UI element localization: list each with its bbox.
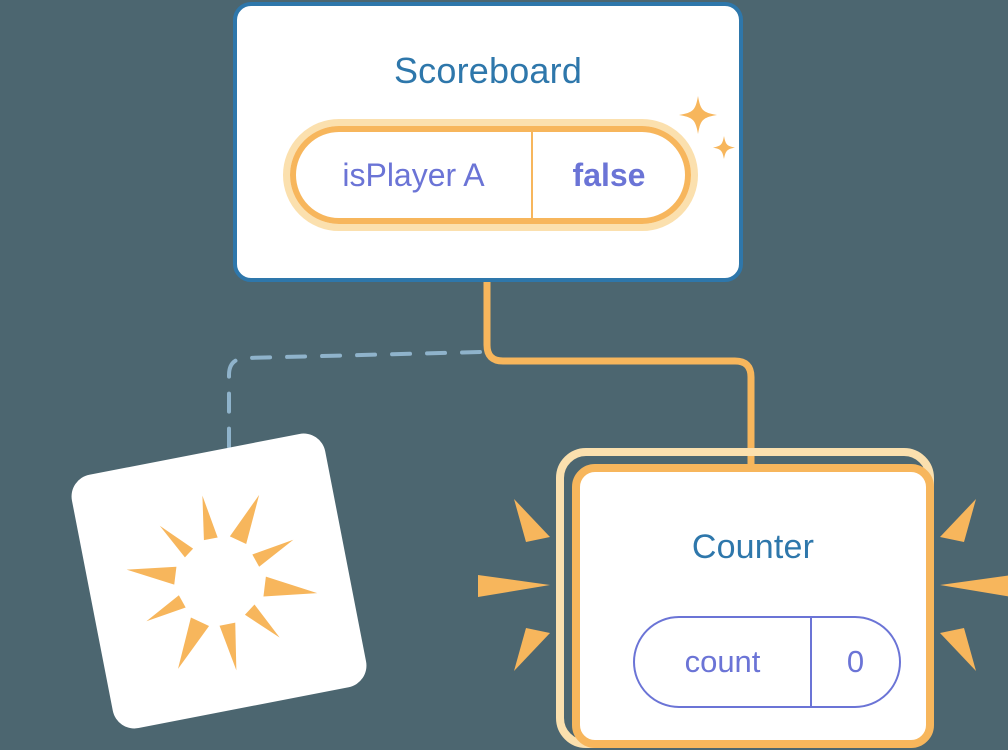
burst-ray bbox=[514, 499, 550, 542]
scoreboard-card[interactable]: Scoreboard isPlayer A false bbox=[233, 2, 743, 282]
burst-ray bbox=[940, 499, 976, 542]
counter-burst-right-icon bbox=[940, 499, 1008, 671]
flash-card-burst-icon bbox=[126, 494, 318, 671]
scoreboard-state-pill[interactable]: isPlayer A false bbox=[283, 119, 698, 231]
counter-state-pill[interactable]: count 0 bbox=[633, 616, 901, 708]
counter-title: Counter bbox=[691, 528, 815, 566]
connector-scoreboard-to-flash-card bbox=[227, 350, 482, 470]
scoreboard-pill-value: false bbox=[572, 156, 646, 193]
flash-card bbox=[67, 429, 371, 733]
connector-scoreboard-to-counter bbox=[483, 282, 755, 470]
burst-ray bbox=[514, 628, 550, 671]
counter-card[interactable]: Counter count 0 bbox=[556, 448, 934, 748]
sparkle-large-icon bbox=[679, 96, 717, 134]
counter-pill-value: 0 bbox=[846, 644, 865, 679]
burst-ray bbox=[940, 575, 1008, 597]
scoreboard-pill-inner-ring: isPlayer A false bbox=[290, 126, 691, 224]
scoreboard-title: Scoreboard bbox=[393, 50, 583, 91]
sparkle-small-icon bbox=[713, 136, 735, 159]
burst-ray bbox=[478, 575, 550, 597]
scoreboard-pill-outer-ring bbox=[283, 119, 698, 231]
sparkle-group-icon bbox=[679, 96, 735, 159]
burst-ray bbox=[940, 628, 976, 671]
scoreboard-pill-key: isPlayer A bbox=[296, 132, 533, 218]
counter-burst-left-icon bbox=[478, 499, 550, 671]
counter-pill-key: count bbox=[635, 618, 812, 706]
counter-card-surface: Counter count 0 bbox=[572, 464, 934, 748]
